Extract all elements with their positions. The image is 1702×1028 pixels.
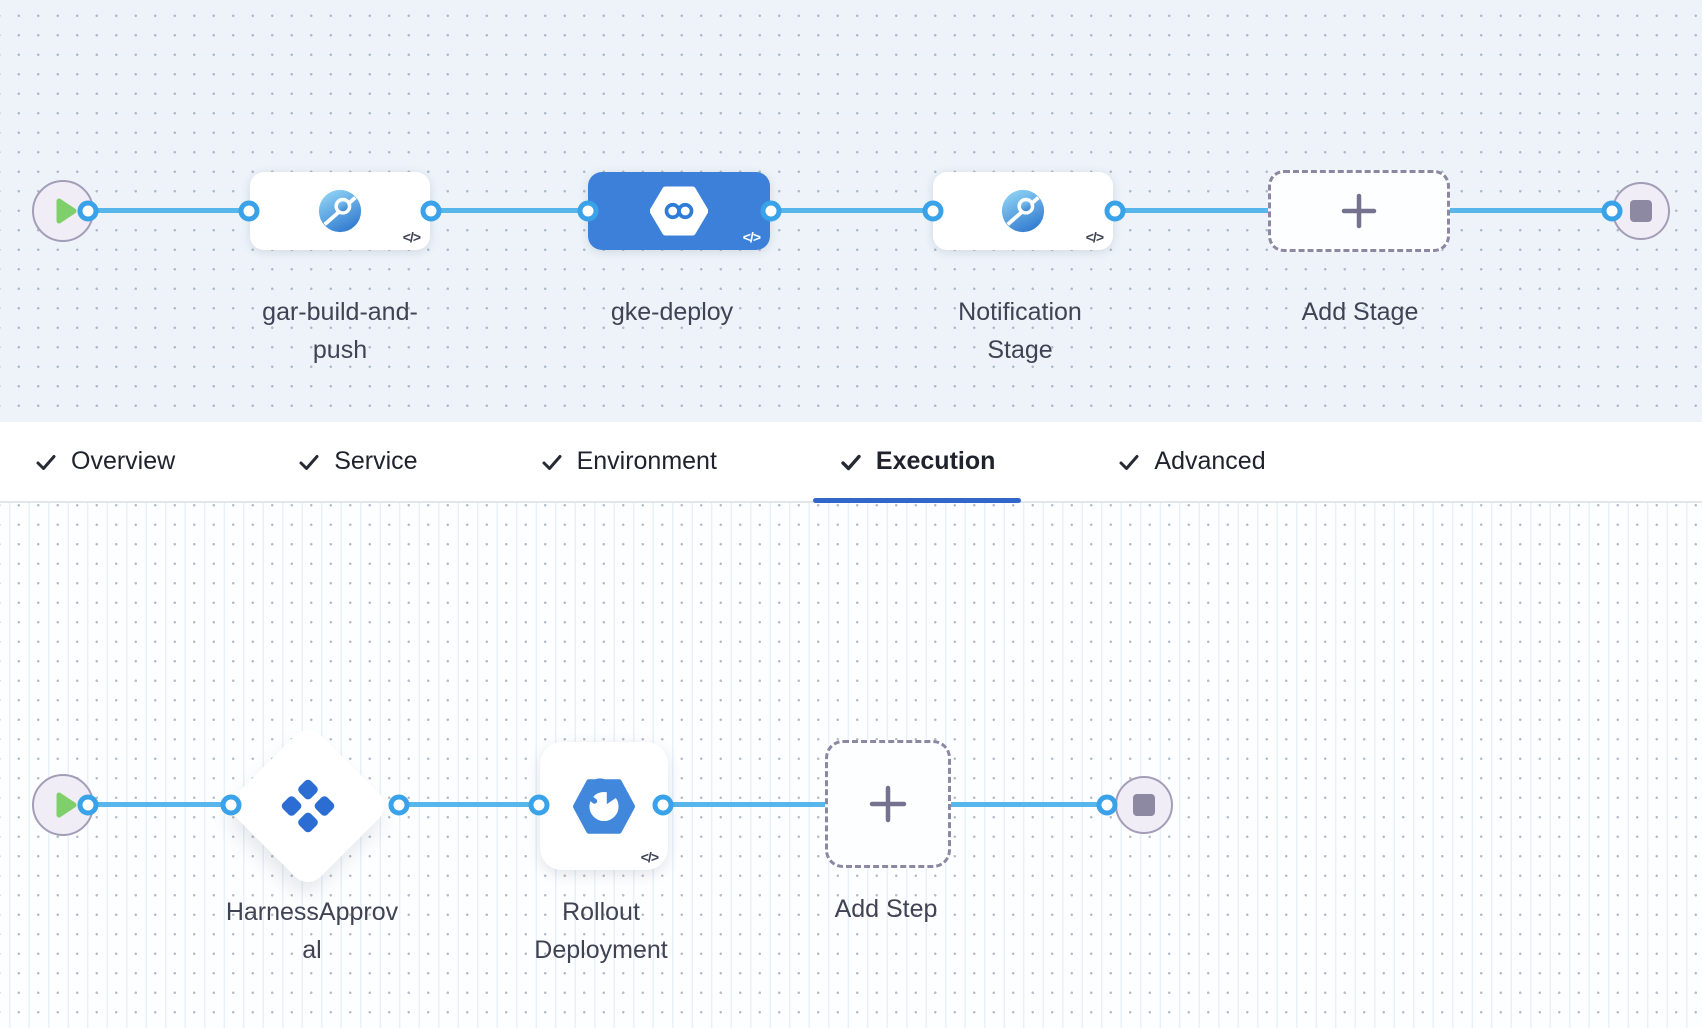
- code-view-icon[interactable]: </>: [1085, 229, 1104, 245]
- port[interactable]: [652, 794, 674, 816]
- stop-icon: [1133, 794, 1155, 816]
- execution-graph-canvas[interactable]: </> HarnessApprov al Rollout Deployment …: [0, 503, 1702, 1028]
- add-stage-button[interactable]: [1268, 170, 1450, 252]
- tab-label: Overview: [71, 447, 176, 475]
- edge: [399, 802, 541, 807]
- registry-stage-icon: [317, 188, 363, 234]
- port[interactable]: [760, 200, 782, 222]
- stage-config-tabbar: Overview Service Environment Execution A…: [0, 422, 1702, 503]
- edge: [88, 802, 233, 807]
- step-harness-approval[interactable]: [224, 722, 392, 890]
- check-icon: [1117, 450, 1141, 474]
- add-step-label: Add Step: [834, 895, 938, 923]
- step-label: HarnessApprov al: [225, 898, 399, 964]
- code-view-icon[interactable]: </>: [640, 849, 659, 865]
- stage-card-notification-stage[interactable]: </>: [933, 172, 1113, 250]
- edge: [770, 208, 935, 213]
- tab-advanced[interactable]: Advanced: [1091, 422, 1291, 501]
- tab-overview[interactable]: Overview: [8, 422, 201, 501]
- tab-execution[interactable]: Execution: [812, 422, 1022, 503]
- check-icon: [34, 450, 58, 474]
- play-icon: [54, 791, 78, 819]
- plus-icon: [866, 782, 910, 826]
- stage-graph-canvas[interactable]: </> </> </>: [0, 0, 1702, 422]
- pipeline-start-node[interactable]: [32, 180, 94, 242]
- tab-service[interactable]: Service: [271, 422, 443, 501]
- check-icon: [297, 450, 321, 474]
- code-view-icon[interactable]: </>: [742, 229, 761, 245]
- check-icon: [839, 450, 863, 474]
- port[interactable]: [77, 794, 99, 816]
- check-icon: [540, 450, 564, 474]
- port[interactable]: [238, 200, 260, 222]
- tab-label: Advanced: [1154, 447, 1266, 475]
- deploy-stage-icon: [650, 185, 708, 237]
- stage-card-gar-build-and-push[interactable]: </>: [250, 172, 430, 250]
- port[interactable]: [420, 200, 442, 222]
- add-step-button[interactable]: [825, 740, 951, 868]
- stage-card-gke-deploy[interactable]: </>: [588, 172, 770, 250]
- port[interactable]: [388, 794, 410, 816]
- stop-icon: [1630, 200, 1652, 222]
- step-rollout-deployment[interactable]: </>: [540, 742, 668, 870]
- step-label: Rollout Deployment: [534, 898, 668, 964]
- add-stage-label: Add Stage: [1301, 298, 1419, 326]
- port[interactable]: [922, 200, 944, 222]
- port[interactable]: [528, 794, 550, 816]
- plus-icon: [1339, 191, 1379, 231]
- tab-label: Execution: [875, 447, 996, 475]
- execution-end-node[interactable]: [1115, 776, 1173, 834]
- tab-environment[interactable]: Environment: [514, 422, 743, 501]
- rollout-deployment-icon: [573, 777, 635, 835]
- stage-label: Notification Stage: [958, 298, 1082, 364]
- code-view-icon[interactable]: </>: [402, 229, 421, 245]
- approval-icon: [277, 775, 339, 837]
- edge: [430, 208, 590, 213]
- tab-label: Environment: [576, 447, 717, 475]
- stage-label: gke-deploy: [610, 298, 734, 326]
- custom-stage-icon: [1000, 188, 1046, 234]
- port[interactable]: [77, 200, 99, 222]
- stage-label: gar-build-and- push: [262, 298, 418, 364]
- port[interactable]: [220, 794, 242, 816]
- edge: [88, 208, 250, 213]
- port[interactable]: [1601, 200, 1623, 222]
- tab-label: Service: [334, 447, 418, 475]
- port[interactable]: [1104, 200, 1126, 222]
- port[interactable]: [577, 200, 599, 222]
- port[interactable]: [1096, 794, 1118, 816]
- play-icon: [54, 197, 78, 225]
